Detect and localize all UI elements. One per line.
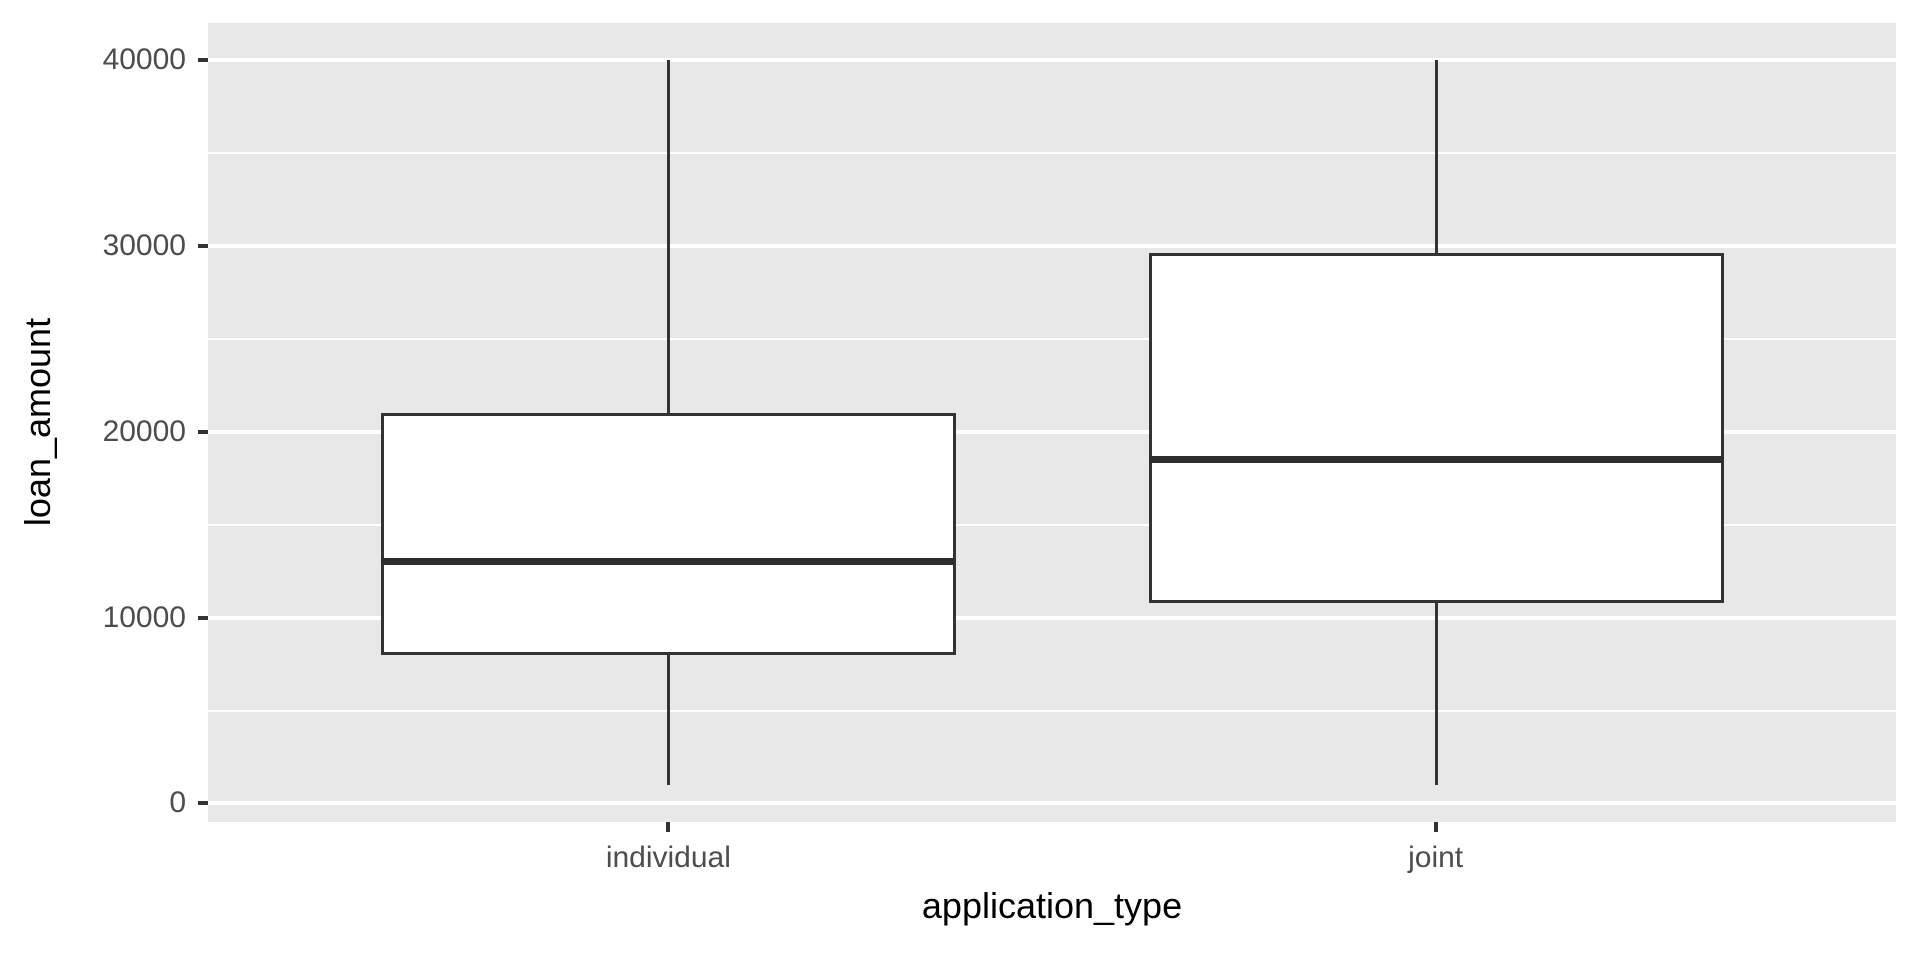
median-line-joint xyxy=(1148,456,1724,464)
gridline-major xyxy=(208,58,1896,63)
y-tick-mark xyxy=(198,243,208,248)
y-tick-label: 30000 xyxy=(102,228,186,262)
y-tick-mark xyxy=(198,801,208,806)
gridline-major xyxy=(208,429,1896,434)
x-axis-title: application_type xyxy=(921,885,1183,926)
x-tick-label-joint: joint xyxy=(1408,841,1464,874)
gridline-minor xyxy=(208,523,1896,526)
y-tick-mark xyxy=(198,58,208,63)
median-line-individual xyxy=(380,558,956,566)
x-tick-mark xyxy=(666,822,671,832)
y-tick-mark xyxy=(198,615,208,620)
y-tick-mark xyxy=(198,429,208,434)
gridline-minor xyxy=(208,337,1896,340)
gridline-minor xyxy=(208,152,1896,155)
gridline-major xyxy=(208,243,1896,248)
gridline-minor xyxy=(208,709,1896,712)
box-individual xyxy=(380,413,956,655)
x-tick-mark xyxy=(1433,822,1438,832)
y-tick-label: 40000 xyxy=(102,43,186,77)
gridline-major xyxy=(208,615,1896,620)
x-tick-label-individual: individual xyxy=(605,841,731,874)
gridline-major xyxy=(208,801,1896,806)
y-tick-label: 20000 xyxy=(102,414,186,448)
box-joint xyxy=(1148,253,1724,603)
y-tick-label: 0 xyxy=(169,786,186,820)
plot-panel xyxy=(208,23,1896,822)
y-tick-label: 10000 xyxy=(102,600,186,634)
